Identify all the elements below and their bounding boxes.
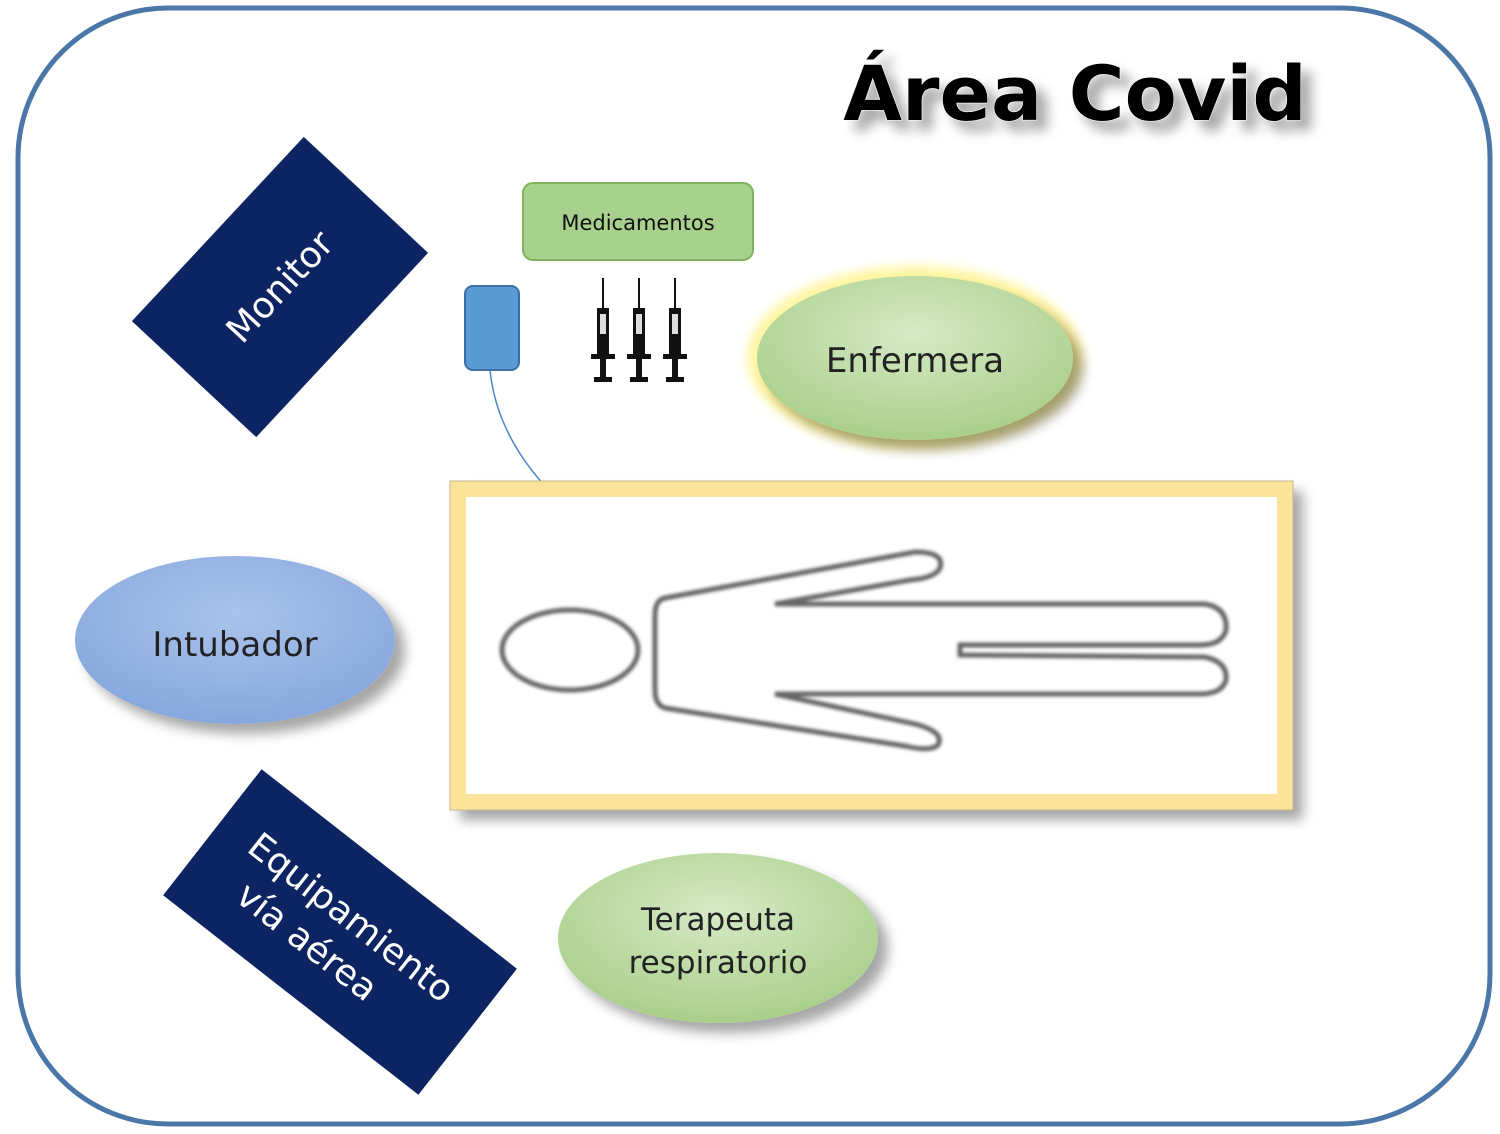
intubador-oval: Intubador	[75, 556, 395, 724]
terapeuta-oval: Terapeuta respiratorio	[558, 853, 878, 1023]
syringes-icon	[591, 278, 687, 382]
monitor-sensor-device	[464, 285, 520, 371]
patient-figure	[499, 549, 1229, 752]
enfermera-oval: Enfermera	[747, 266, 1083, 450]
enfermera-label: Enfermera	[826, 341, 1004, 381]
medicamentos-label: Medicamentos	[561, 211, 714, 235]
medicamentos-box: Medicamentos	[522, 182, 754, 261]
terapeuta-label-line1: Terapeuta	[640, 902, 795, 938]
page-title: Área Covid	[843, 49, 1307, 138]
intubador-label: Intubador	[152, 625, 317, 665]
monitor-box: Monitor	[131, 136, 429, 438]
terapeuta-label-line2: respiratorio	[629, 945, 808, 981]
